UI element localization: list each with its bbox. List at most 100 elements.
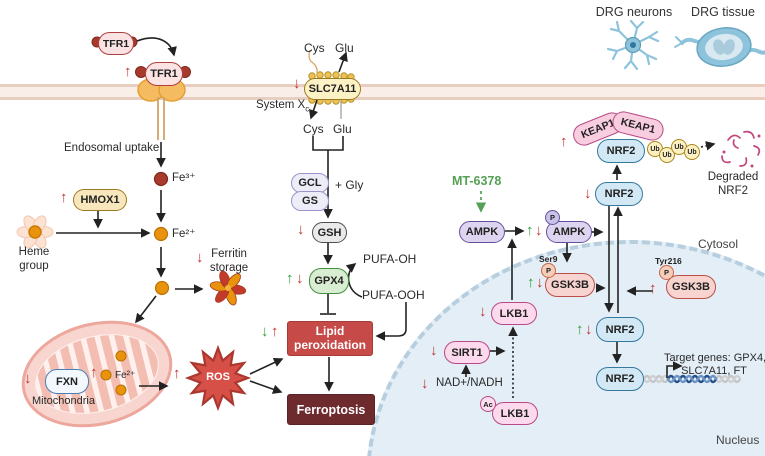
cell-membrane [0,84,765,100]
hmox1-pill: HMOX1 [73,189,127,211]
arrow-ros-lipid [249,358,284,375]
arrow-cys-in [308,99,319,120]
ferritin-icon [209,270,247,306]
indicator-down-sirt1: ↓ [430,342,438,359]
gsh-pill: GSH [312,222,347,243]
indicator-up-fe2-mito: ↑ [90,364,98,381]
indicator-up-hmox1: ↑ [60,189,68,206]
ros-label: ROS [206,371,230,383]
heme-label-line2: group [19,259,49,272]
indicator-down-ferritin: ↓ [196,249,204,266]
indicator-down-lkb1: ↓ [479,303,487,320]
fe2-label: Fe²⁺ [172,228,196,240]
tfr1-free-pill: TFR1 [98,32,134,55]
dna-icon [642,374,742,384]
indicator-down-slc7a11: ↓ [293,75,301,92]
indicator-down-fxn: ↓ [24,370,32,387]
degraded-nrf2-icon [721,130,761,168]
nrf2-keap1-complex-pill: NRF2 [597,139,645,163]
lkb1-pill: LKB1 [491,302,537,325]
cys-in-label: Cys [303,122,324,136]
degraded-line2: NRF2 [717,184,749,197]
fxn-pill: FXN [45,369,89,394]
cytosol-label: Cytosol [698,237,739,251]
pufa-oh-label: PUFA-OH [363,252,417,266]
arrow-glu-out [338,51,348,73]
indicator-down-gsh: ↓ [297,221,305,238]
indicator-up-gsk3b-ser9: ↑ [527,274,535,291]
target-genes-label: Target genes: GPX4, SLC7A11, FT [664,352,765,378]
tfr1-membrane-pill: TFR1 [145,62,183,86]
target-genes-line2: SLC7A11, FT [681,365,747,378]
indicator-down-lipid: ↓ [261,323,269,340]
arrow-fe-mito [135,295,157,324]
glu-in-label: Glu [333,122,352,136]
nrf2-dna-pill: NRF2 [596,367,644,391]
indicator-down-gsk3b-ser9: ↓ [536,274,544,291]
gsk3b-tyr216-pill: GSK3B [666,275,716,299]
gs-pill: GS [291,191,329,211]
ser9-label: Ser9 [539,254,558,264]
arrow-target-genes [666,361,683,378]
nucleus-label: Nucleus [716,433,760,447]
sirt1-pill: SIRT1 [444,341,490,364]
indicator-down-nad: ↓ [421,375,429,392]
gpx4-pill: GPX4 [309,268,349,294]
fe2-mito-label: Fe²⁺ [115,370,136,381]
indicator-down-pampk: ↓ [535,222,543,239]
ac-lkb1-pill: LKB1 [492,402,538,425]
indicator-down-nrf2-cytosol: ↓ [584,185,592,202]
ferritin-label-line1: Ferritin [211,248,247,260]
heme-group-icon [16,215,54,249]
ampk-pill: AMPK [459,221,505,243]
ros-burst-icon [184,344,252,412]
system-x-sub: c [305,104,310,114]
ferritin-label-line2: storage [209,261,249,274]
glu-out-label: Glu [335,41,354,55]
system-xc-label: System Xc [256,99,309,114]
p-ampk-pill: AMPK [546,221,592,243]
indicator-up-gsk3b-tyr216: ↑ [649,280,657,297]
heme-group-label: Heme group [10,246,58,274]
arrow-gpx4-recycle [345,262,363,298]
drg-tissue-icon [674,27,765,67]
flow-arrows [56,37,716,398]
degraded-line1: Degraded [707,171,759,183]
arrow-tfr1-recruit [136,37,177,57]
gcl-pill: GCL [291,173,329,193]
arrow-pufaooh-lipid [375,302,407,341]
drg-neuron-icon [606,19,660,71]
arrow-ub-degradation [700,141,716,151]
nrf2-nucleus-pill: NRF2 [596,317,644,342]
ferroptosis-box: Ferroptosis [287,394,375,425]
indicator-up-keap1-complex: ↑ [560,133,568,150]
indicator-down-gpx4: ↓ [296,270,304,287]
ubiquitin-badge: Ub [659,147,675,163]
slc7a11-pill: SLC7A11 [304,78,361,100]
line-cys-thread [308,49,318,75]
drg-neurons-label: DRG neurons [595,5,673,19]
indicator-down-nrf2-nucleus: ↓ [585,321,593,338]
nad-nadh-label: NAD+/NADH [436,377,503,389]
tyr216-label: Tyr216 [655,256,682,266]
indicator-up-nrf2-nucleus: ↑ [576,321,584,338]
acetyl-badge-lkb1: Ac [480,396,496,412]
degraded-nrf2-label: Degraded NRF2 [702,171,764,199]
endosomal-uptake-label: Endosomal uptake [64,142,160,154]
mitochondria-label: Mitochondria [32,395,95,407]
indicator-up-gpx4: ↑ [286,270,294,287]
phospho-badge-gsk3b-tyr216: P [659,265,674,280]
iron-dots [100,171,170,396]
lipid-peroxidation-box: Lipid peroxidation [287,321,373,356]
fe3-label: Fe³⁺ [172,172,196,184]
phospho-badge-ampk: P [545,210,560,225]
ferritin-storage-label: Ferritin storage [203,248,255,276]
gsk3b-ser9-pill: GSK3B [545,273,595,297]
indicator-up-pampk: ↑ [526,222,534,239]
arrow-ros-ferroptosis [249,380,283,394]
nrf2-cytosol-pill: NRF2 [595,182,643,206]
phospho-badge-gsk3b-ser9: P [541,263,556,278]
pufa-ooh-label: PUFA-OOH [362,288,425,302]
